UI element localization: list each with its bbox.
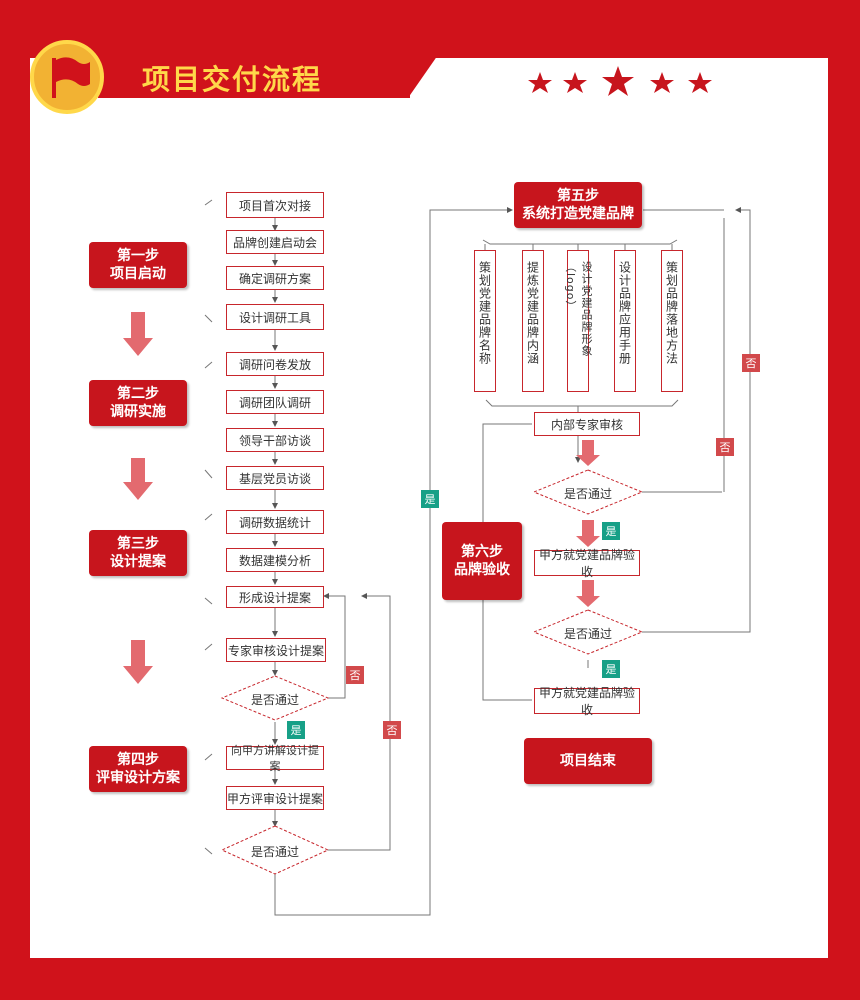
decision-diamond: [220, 675, 330, 721]
node-data-modeling: 数据建模分析: [226, 548, 324, 572]
brand-item-name: 策划党建品牌名称: [474, 250, 496, 392]
no-tag: 否: [716, 438, 734, 456]
node-design-proposal: 形成设计提案: [226, 586, 324, 608]
down-arrow-icon: [576, 440, 600, 466]
node-expert-review: 专家审核设计提案: [226, 638, 326, 662]
node-kickoff-meeting: 品牌创建启动会: [226, 230, 324, 254]
page-title: 项目交付流程: [142, 63, 323, 96]
step-3-badge: 第三步设计提案: [89, 530, 187, 576]
decision-label: 是否通过: [250, 693, 299, 707]
node-leader-interview: 领导干部访谈: [226, 428, 324, 452]
star-icon: [650, 72, 674, 93]
node-questionnaire: 调研问卷发放: [226, 352, 324, 376]
no-tag: 否: [346, 666, 364, 684]
flag-badge: [30, 40, 104, 114]
yes-tag: 是: [602, 660, 620, 678]
step-5-badge: 第五步系统打造党建品牌: [514, 182, 642, 228]
decision-diamond: [532, 609, 644, 655]
node-first-contact: 项目首次对接: [226, 192, 324, 218]
down-arrow-icon: [123, 640, 153, 684]
brand-item-logo: 设计党建品牌形象（logo）: [564, 250, 593, 392]
node-present-to-client: 向甲方讲解设计提案: [226, 744, 324, 773]
node-member-interview: 基层党员访谈: [226, 466, 324, 490]
no-tag: 否: [383, 721, 401, 739]
yes-tag: 是: [421, 490, 439, 508]
step-2-badge: 第二步调研实施: [89, 380, 187, 426]
node-research-plan: 确定调研方案: [226, 266, 324, 290]
node-client-acceptance-1: 甲方就党建品牌验收: [534, 548, 640, 579]
yes-tag: 是: [287, 721, 305, 739]
decision-diamond: [220, 825, 330, 875]
star-icon: [563, 72, 587, 93]
node-data-statistics: 调研数据统计: [226, 510, 324, 534]
decision-label: 是否通过: [250, 845, 299, 859]
node-client-acceptance-2: 甲方就党建品牌验收: [534, 686, 640, 717]
node-team-research: 调研团队调研: [226, 390, 324, 414]
project-end-badge: 项目结束: [524, 738, 652, 784]
down-arrow-icon: [123, 458, 153, 500]
yes-tag: 是: [602, 522, 620, 540]
step-4-badge: 第四步评审设计方案: [89, 746, 187, 792]
decision-label: 是否通过: [563, 627, 612, 641]
header-banner: [98, 52, 410, 98]
flag-icon: [52, 57, 90, 98]
down-arrow-icon: [123, 312, 153, 356]
star-icon: [688, 72, 712, 93]
decision-label: 是否通过: [563, 487, 612, 501]
content-panel: [30, 58, 828, 958]
brand-item-landing: 策划品牌落地方法: [661, 250, 683, 392]
down-arrow-icon: [576, 580, 600, 607]
node-client-review: 甲方评审设计提案: [226, 786, 324, 810]
brand-item-connotation: 提炼党建品牌内涵: [522, 250, 544, 392]
step-6-badge: 第六步品牌验收: [442, 522, 522, 600]
node-internal-review: 内部专家审核: [534, 412, 640, 436]
star-icon: [602, 66, 634, 96]
node-research-tools: 设计调研工具: [226, 304, 324, 330]
step-1-badge: 第一步项目启动: [89, 242, 187, 288]
down-arrow-icon: [576, 520, 600, 547]
header-decor: [408, 52, 712, 98]
brand-item-manual: 设计品牌应用手册: [614, 250, 636, 392]
no-tag: 否: [742, 354, 760, 372]
star-icon: [528, 72, 552, 93]
decision-diamond: [532, 469, 644, 515]
